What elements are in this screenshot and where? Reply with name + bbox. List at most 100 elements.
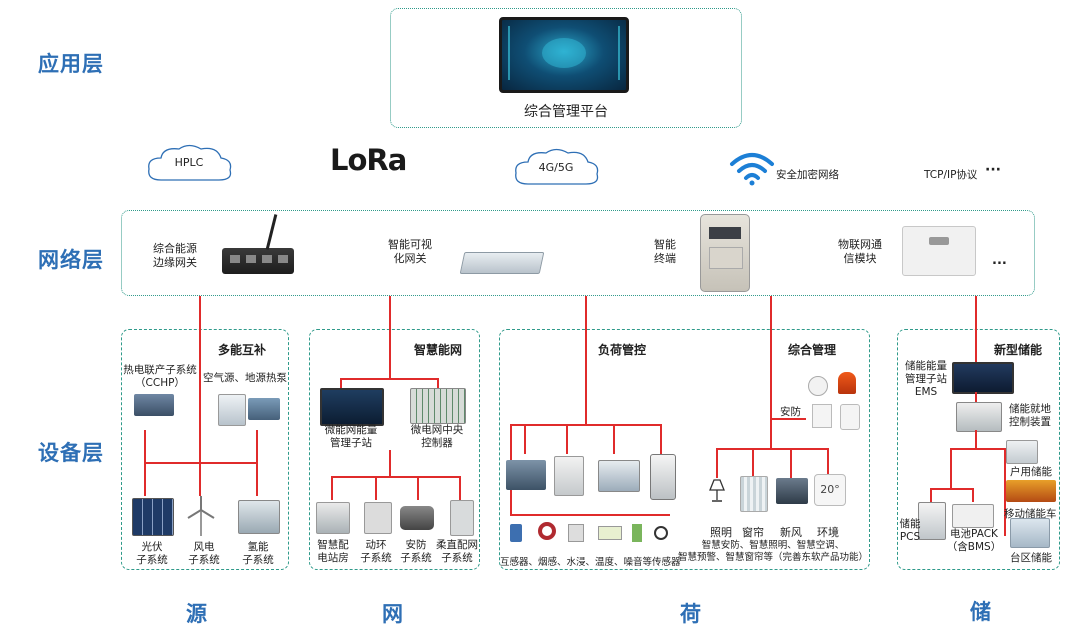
category-storage: 储 <box>970 600 991 624</box>
wifi-label: 安全加密网络 <box>776 169 839 181</box>
env-monitor-icon <box>364 502 392 534</box>
wind-label: 风电 子系统 <box>188 541 220 566</box>
grid-drop-1 <box>331 476 333 500</box>
mgmt-item-lighting: 照明 <box>710 526 732 539</box>
multi-energy-group <box>121 329 289 570</box>
storage-title: 新型储能 <box>994 343 1043 357</box>
mgmt-title: 综合管理 <box>788 343 837 357</box>
hplc-label: HPLC <box>174 156 204 169</box>
cchp-device <box>134 394 174 416</box>
smoke-detector-icon <box>808 376 828 396</box>
storage-drop-left <box>950 448 952 490</box>
load-bus <box>510 424 662 426</box>
pcs-cabinet-icon <box>918 502 946 540</box>
tcp-more: ··· <box>985 162 1001 178</box>
mgmt-drop-3 <box>790 448 792 478</box>
district-storage-label: 台区储能 <box>1010 552 1052 564</box>
energy-substation-label: 微能网能量 管理子站 <box>324 424 378 449</box>
mgmt-drop-4 <box>827 448 829 478</box>
mgmt-drop-1 <box>716 448 718 478</box>
heatpump-device-2 <box>248 398 280 420</box>
mgmt-item-environment: 环境 <box>817 526 839 539</box>
grid-drop-a <box>340 378 342 390</box>
load-trunk <box>585 329 587 425</box>
storage-trunk-3 <box>975 430 977 450</box>
district-storage-icon <box>1010 518 1050 548</box>
load-title: 负荷管控 <box>598 343 647 357</box>
fresh-air-icon <box>776 478 808 504</box>
ems-screen <box>952 362 1014 394</box>
grid-drop-3 <box>417 476 419 500</box>
visual-gateway-device <box>459 252 545 274</box>
home-storage-label: 户用储能 <box>1010 466 1052 478</box>
grid-trunk <box>389 329 391 379</box>
heatpump-label: 空气源、地源热泵 <box>203 372 287 384</box>
platform-box: 综合管理平台 <box>390 8 742 128</box>
grid-bus-top <box>340 378 438 380</box>
door-sensor-icon <box>812 404 832 428</box>
mgmt-note: 智慧安防、智慧照明、智慧空调、 智慧预警、智慧窗帘等（完善东软产品功能） <box>678 540 869 563</box>
charger-icon <box>650 454 676 500</box>
connector-source <box>199 296 201 334</box>
storage-bus <box>950 448 1006 450</box>
grid-trunk-2 <box>389 450 391 476</box>
network-layer-label: 网络层 <box>38 248 104 272</box>
mobile-label: 4G/5G <box>538 161 574 174</box>
substation-room-icon <box>316 502 350 534</box>
hydrogen-device <box>238 500 280 534</box>
lamp-icon <box>709 479 725 502</box>
platform-title: 综合管理平台 <box>524 104 608 120</box>
alarm-light-icon <box>838 372 856 394</box>
edge-gateway-device <box>222 248 294 274</box>
category-grid: 网 <box>382 602 403 626</box>
network-box <box>121 210 1035 296</box>
mgmt-bus <box>716 448 828 450</box>
sensor-bus <box>510 514 670 516</box>
smart-meter-device <box>700 214 750 292</box>
security-camera-icon <box>400 506 434 530</box>
local-controller-label: 储能就地 控制装置 <box>1009 403 1051 428</box>
air-handler-icon <box>598 460 640 492</box>
heatpump-device-1 <box>218 394 246 426</box>
category-source: 源 <box>186 602 207 626</box>
grid-drop-2 <box>375 476 377 500</box>
flexible-dc-icon <box>450 500 474 536</box>
hplc-cloud-icon <box>148 144 232 181</box>
connector-storage <box>975 296 977 334</box>
application-layer-label: 应用层 <box>38 52 104 76</box>
lora-logo: LoRa <box>330 143 407 177</box>
multi-drop-3 <box>256 430 258 496</box>
chiller-icon <box>506 460 546 490</box>
network-more: ... <box>992 253 1007 268</box>
tcp-label: TCP/IP协议 <box>924 169 978 181</box>
platform-screen <box>499 17 629 93</box>
mgmt-trunk <box>770 329 772 449</box>
security-system-label: 安防 子系统 <box>400 539 432 564</box>
security-label: 安防 <box>780 406 801 418</box>
battery-pack-icon <box>952 504 994 528</box>
storage-trunk-2 <box>975 392 977 404</box>
env-sensor-icon: 20° <box>814 474 846 506</box>
wifi-icon <box>730 153 774 186</box>
grid-drop-b <box>437 378 439 390</box>
storage-trunk <box>975 329 977 363</box>
flexible-dc-label: 柔直配网 子系统 <box>436 539 478 564</box>
connector-mgmt <box>770 296 772 334</box>
motion-sensor-icon <box>840 404 860 430</box>
sensor-icons <box>510 520 680 546</box>
cabinet-icon <box>554 456 584 496</box>
microgrid-controller <box>410 388 466 424</box>
sensors-label: 互感器、烟感、水浸、温度、噪音等传感器 <box>500 557 681 568</box>
mobile-storage-icon <box>1006 480 1056 502</box>
mobile-storage-label: 移动储能车 <box>1004 508 1057 520</box>
multi-drop-2 <box>199 462 201 496</box>
pv-label: 光伏 子系统 <box>136 541 168 566</box>
substation-room-label: 智慧配 电站房 <box>317 539 349 564</box>
local-controller-device <box>956 402 1002 432</box>
multi-title: 多能互补 <box>218 343 267 357</box>
iot-module-device <box>902 226 976 276</box>
category-load: 荷 <box>680 602 701 626</box>
connector-grid <box>389 296 391 334</box>
grid-title: 智慧能网 <box>414 343 463 357</box>
multi-drop-1 <box>144 430 146 496</box>
